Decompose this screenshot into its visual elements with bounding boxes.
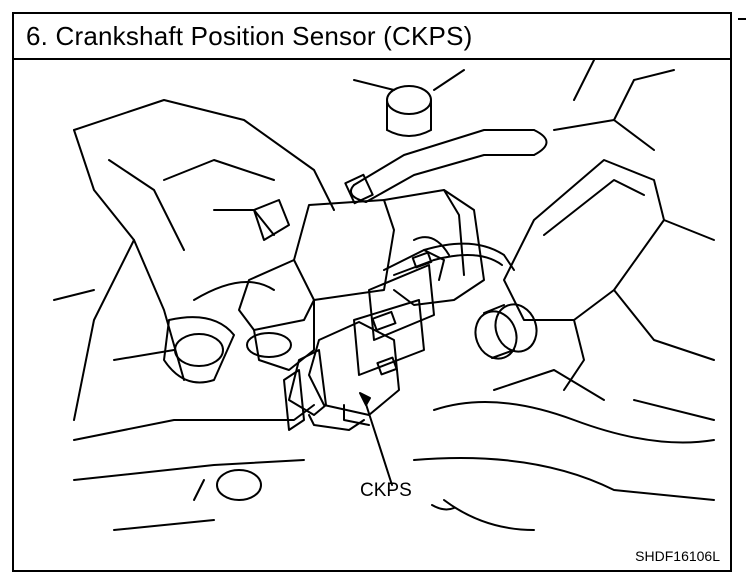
lower-block xyxy=(113,401,715,531)
ckps-callout-label: CKPS xyxy=(360,480,412,501)
coolant-hose xyxy=(344,129,548,205)
figure-code: SHDF16106L xyxy=(635,548,720,564)
sensor-harness xyxy=(423,242,515,271)
right-plug xyxy=(474,303,538,360)
ckps-leader xyxy=(359,392,455,511)
upper-fitting xyxy=(353,69,465,137)
figure-header: 6. Crankshaft Position Sensor (CKPS) xyxy=(14,14,730,60)
figure-title: 6. Crankshaft Position Sensor (CKPS) xyxy=(26,21,473,51)
ckps-sensor xyxy=(283,249,445,431)
engine-block-outline xyxy=(53,99,335,501)
left-component xyxy=(163,199,395,384)
engine-illustration xyxy=(53,60,715,531)
right-bracket xyxy=(493,60,715,421)
figure-frame: 6. Crankshaft Position Sensor (CKPS) xyxy=(12,12,732,572)
margin-mark xyxy=(738,18,746,20)
